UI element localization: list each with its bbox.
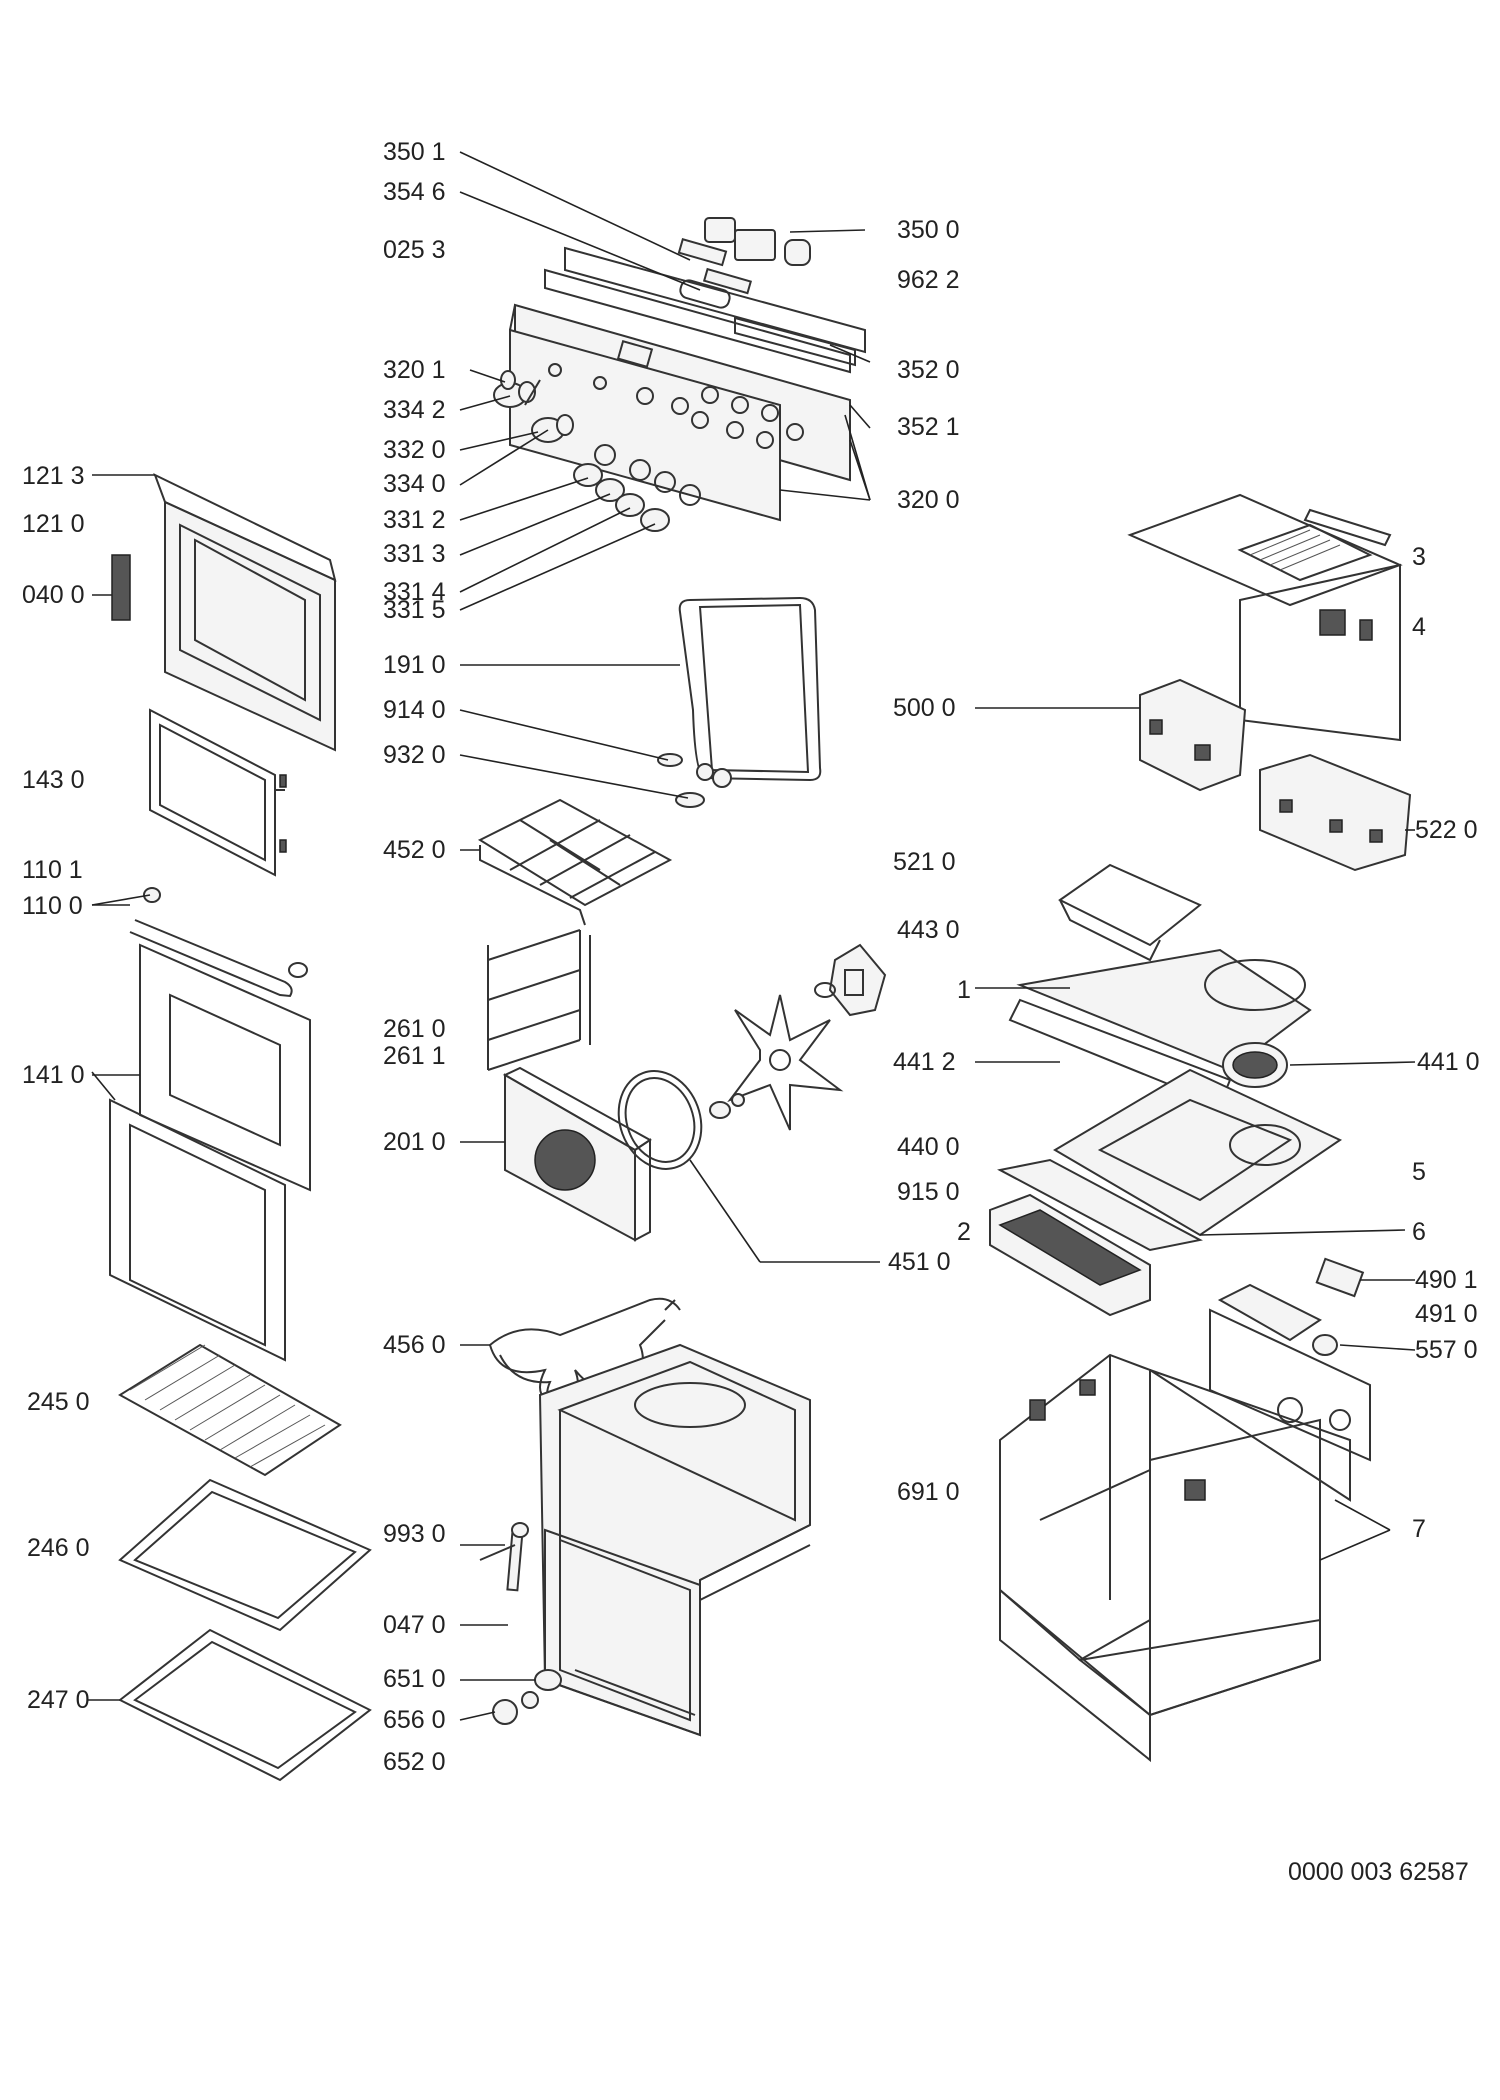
outer-door-part <box>153 473 337 752</box>
terminal-parts <box>1217 1257 1365 1356</box>
label-993-0: 993 0 <box>383 1520 446 1548</box>
label-350-1: 350 1 <box>383 138 446 166</box>
label-352-1: 352 1 <box>897 413 960 441</box>
inner-door-part <box>109 943 311 1362</box>
label-247-0: 247 0 <box>27 1686 90 1714</box>
label-490-1: 490 1 <box>1415 1266 1478 1294</box>
label-7: 7 <box>1412 1515 1426 1543</box>
label-047-0: 047 0 <box>383 1611 446 1639</box>
fan-motor-part <box>814 943 887 1017</box>
label-656-0: 656 0 <box>383 1706 446 1734</box>
top-cover-part <box>1127 493 1403 742</box>
part-labels: 350 1 354 6 025 3 350 0 962 2 320 1 352 … <box>22 138 1480 1776</box>
label-350-0: 350 0 <box>897 216 960 244</box>
label-651-0: 651 0 <box>383 1665 446 1693</box>
label-352-0: 352 0 <box>897 356 960 384</box>
label-452-0: 452 0 <box>383 836 446 864</box>
label-915-0: 915 0 <box>897 1178 960 1206</box>
parts-artwork <box>109 217 1412 1782</box>
label-440-0: 440 0 <box>897 1133 960 1161</box>
shelf-support-part <box>477 798 673 926</box>
label-332-0: 332 0 <box>383 436 446 464</box>
label-3: 3 <box>1412 543 1426 571</box>
label-040-0: 040 0 <box>22 581 85 609</box>
label-025-3: 025 3 <box>383 236 446 264</box>
label-141-0: 141 0 <box>22 1061 85 1089</box>
label-110-1: 110 1 <box>22 856 83 884</box>
label-4: 4 <box>1412 613 1426 641</box>
label-331-3: 331 3 <box>383 540 446 568</box>
knob-parts <box>493 370 701 532</box>
label-121-0: 121 0 <box>22 510 85 538</box>
hinge-part <box>111 554 131 621</box>
baking-tray-2-part <box>118 1628 372 1782</box>
door-gasket-part <box>678 596 822 782</box>
label-914-0: 914 0 <box>383 696 446 724</box>
fan-cover-part <box>1008 948 1312 1107</box>
wire-rack-part <box>118 1343 342 1477</box>
label-962-2: 962 2 <box>897 266 960 294</box>
label-331-4: 331 4 <box>383 578 446 606</box>
electronic-module-part <box>1259 753 1412 872</box>
label-261-0: 261 0 <box>383 1015 446 1043</box>
label-334-0: 334 0 <box>383 470 446 498</box>
control-panel-part <box>509 246 866 522</box>
label-932-0: 932 0 <box>383 741 446 769</box>
leader-lines <box>88 151 1416 1721</box>
top-shell-part <box>1053 1068 1343 1237</box>
label-557-0: 557 0 <box>1415 1336 1478 1364</box>
label-691-0: 691 0 <box>897 1478 960 1506</box>
label-191-0: 191 0 <box>383 651 446 679</box>
label-441-0: 441 0 <box>1417 1048 1480 1076</box>
label-331-2: 331 2 <box>383 506 446 534</box>
label-521-0: 521 0 <box>893 848 956 876</box>
label-652-0: 652 0 <box>383 1748 446 1776</box>
label-2: 2 <box>957 1218 971 1246</box>
label-331-5: 331 5 <box>383 596 446 624</box>
label-320-0: 320 0 <box>897 486 960 514</box>
oven-cavity-part <box>538 1343 811 1737</box>
lamp-parts <box>479 1522 562 1725</box>
label-354-6: 354 6 <box>383 178 446 206</box>
label-6: 6 <box>1412 1218 1426 1246</box>
label-261-1: 261 1 <box>383 1042 446 1070</box>
label-246-0: 246 0 <box>27 1534 90 1562</box>
label-500-0: 500 0 <box>893 694 956 722</box>
label-443-0: 443 0 <box>897 916 960 944</box>
label-320-1: 320 1 <box>383 356 446 384</box>
door-handle-part <box>129 887 308 998</box>
document-number: 0000 003 62587 <box>1288 1858 1469 1886</box>
circular-heating-element-part <box>617 1070 703 1170</box>
baking-tray-part <box>118 1478 372 1632</box>
back-panel-part <box>502 1066 652 1242</box>
front-strip-part <box>989 1158 1203 1317</box>
door-glass-part <box>149 708 287 877</box>
label-5: 5 <box>1412 1158 1426 1186</box>
label-441-2: 441 2 <box>893 1048 956 1076</box>
fastener-parts <box>657 753 732 808</box>
switch-block-part <box>1139 678 1247 792</box>
label-522-0: 522 0 <box>1415 816 1478 844</box>
bracket-part <box>1058 863 1202 962</box>
side-rail-part <box>487 929 591 1071</box>
label-456-0: 456 0 <box>383 1331 446 1359</box>
label-491-0: 491 0 <box>1415 1300 1478 1328</box>
label-201-0: 201 0 <box>383 1128 446 1156</box>
fan-part <box>709 994 844 1131</box>
label-121-3: 121 3 <box>22 462 85 490</box>
cabinet-part <box>999 1308 1371 1763</box>
label-110-0: 110 0 <box>22 892 83 920</box>
label-245-0: 245 0 <box>27 1388 90 1416</box>
switch-parts <box>677 217 811 295</box>
label-1: 1 <box>957 976 971 1004</box>
label-143-0: 143 0 <box>22 766 85 794</box>
label-334-2: 334 2 <box>383 396 446 424</box>
label-451-0: 451 0 <box>888 1248 951 1276</box>
